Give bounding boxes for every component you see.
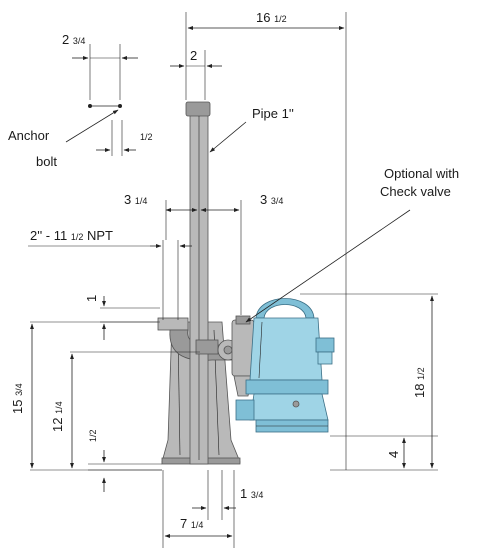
label-optional-line2: Check valve bbox=[380, 184, 451, 199]
dim-pipe-left: 3 1/4 bbox=[124, 192, 147, 207]
dimension-lines bbox=[28, 26, 434, 538]
dim-anchor-bolt: 1/2 bbox=[140, 132, 153, 142]
guide-rail-assembly bbox=[157, 101, 255, 465]
leader-lines bbox=[65, 104, 411, 323]
label-optional-line1: Optional with bbox=[384, 166, 459, 181]
dim-npt: 2'' - 11 1/2 NPT bbox=[30, 228, 113, 243]
dim-outlet-height: 15 3/4 bbox=[10, 383, 25, 414]
dim-pipe-right: 3 3/4 bbox=[260, 192, 283, 207]
submersible-pump bbox=[235, 298, 335, 433]
dim-base-thickness: 1/2 bbox=[88, 429, 98, 442]
dim-top-offset: 2 bbox=[190, 48, 197, 63]
outlet-flange bbox=[157, 317, 189, 331]
label-anchor-line2: bolt bbox=[36, 154, 57, 169]
dim-pump-height: 18 1/2 bbox=[412, 367, 427, 398]
dim-base-width: 7 1/4 bbox=[180, 516, 203, 531]
label-anchor-line1: Anchor bbox=[8, 128, 50, 143]
dimension-text: 16 1/2 2 2 3/4 1/2 3 1/4 3 3/4 2'' - 11 … bbox=[10, 10, 427, 531]
dim-base-slot: 1 3/4 bbox=[240, 486, 263, 501]
dim-overall-width: 16 1/2 bbox=[256, 10, 287, 25]
extension-lines bbox=[30, 12, 438, 548]
dim-anchor-spacing: 2 3/4 bbox=[62, 32, 85, 47]
dim-pump-clearance: 4 bbox=[386, 451, 401, 458]
label-pipe: Pipe 1'' bbox=[252, 106, 294, 121]
dim-flange-thickness: 1 bbox=[84, 295, 99, 302]
callout-labels: Pipe 1'' Anchor bolt Optional with Check… bbox=[8, 106, 459, 199]
dim-discharge-height: 12 1/4 bbox=[50, 401, 65, 432]
